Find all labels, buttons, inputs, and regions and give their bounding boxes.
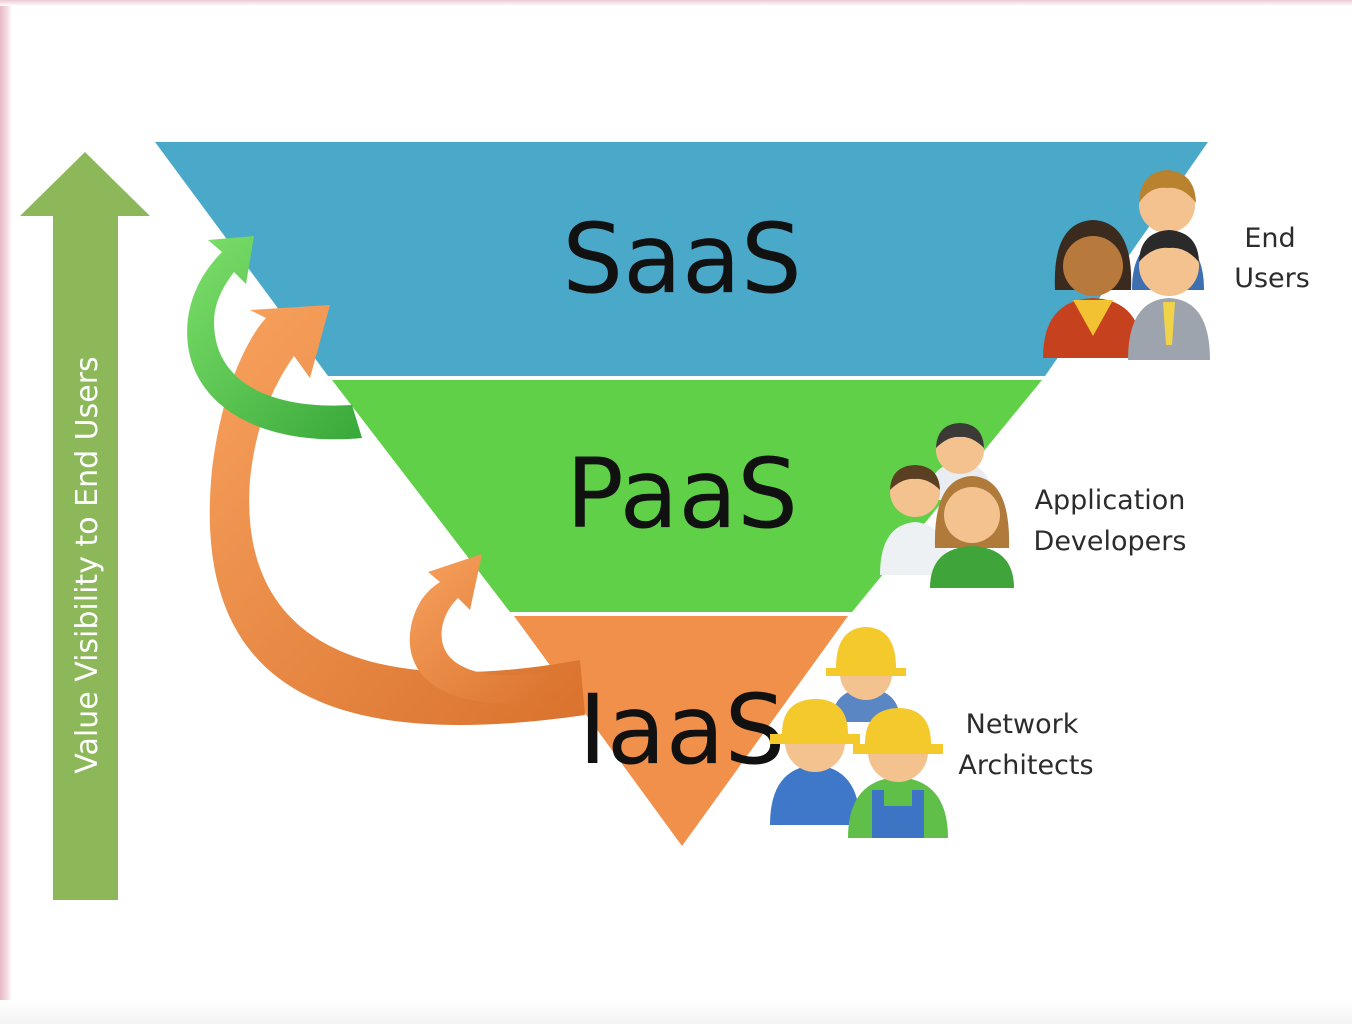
developers-back-left-hair: [890, 465, 940, 490]
value-visibility-axis: Value Visibility to End Users: [20, 152, 150, 900]
architects-left-worker-helmet: [770, 699, 860, 744]
architects-label-line1: Network: [966, 709, 1079, 740]
end-users-man-head: [1139, 236, 1199, 296]
developers-label-line2: Developers: [1034, 526, 1187, 557]
iaas-label: IaaS: [579, 674, 786, 786]
end-users-man-hair: [1139, 230, 1199, 262]
end-users-label-line1: End: [1244, 223, 1295, 254]
left-edge-shade: [0, 0, 12, 1024]
developers-back-left-body: [880, 522, 950, 575]
architects-label-line2: Architects: [958, 750, 1093, 781]
saas-label: SaaS: [562, 203, 802, 315]
paas-to-saas-arrow: [187, 236, 362, 440]
iaas-layer: [514, 616, 848, 846]
developers-back-right-hair: [936, 423, 984, 448]
architects-right-worker-overalls: [872, 790, 924, 838]
end-users-role: End Users: [1234, 223, 1310, 294]
end-users-label-line2: Users: [1234, 263, 1310, 294]
top-edge-shade: [0, 0, 1352, 6]
architects-right-worker-helmet: [853, 708, 943, 754]
value-visibility-arrow: [20, 152, 150, 900]
bottom-edge-shade: [0, 1000, 1352, 1024]
value-visibility-label: Value Visibility to End Users: [70, 356, 105, 773]
end-users-man-tie: [1163, 302, 1175, 345]
end-users-woman-collar: [1073, 300, 1113, 336]
layer-flow-arrows: [187, 236, 585, 726]
network-architects-role: Network Architects: [958, 709, 1093, 781]
network-architects-icon: [770, 627, 948, 838]
developers-label-line1: Application: [1035, 485, 1186, 516]
developers-icon: [880, 423, 1014, 588]
service-pyramid: SaaS PaaS IaaS: [155, 142, 1208, 846]
developers-role: Application Developers: [1034, 485, 1187, 557]
iaas-to-paas-arrow: [409, 554, 560, 704]
architects-left-worker-body: [770, 765, 860, 825]
architects-back-worker-helmet: [826, 627, 906, 676]
developers-woman-head: [944, 487, 1000, 543]
end-users-icon: [1043, 170, 1210, 360]
end-users-back-person-hair: [1139, 170, 1196, 203]
end-users-woman-head: [1063, 236, 1123, 296]
saas-layer: [155, 142, 1208, 376]
end-users-back-person-head: [1139, 177, 1195, 233]
developers-woman-body: [930, 546, 1014, 588]
paas-label: PaaS: [566, 438, 798, 550]
paas-layer: [332, 380, 1042, 612]
